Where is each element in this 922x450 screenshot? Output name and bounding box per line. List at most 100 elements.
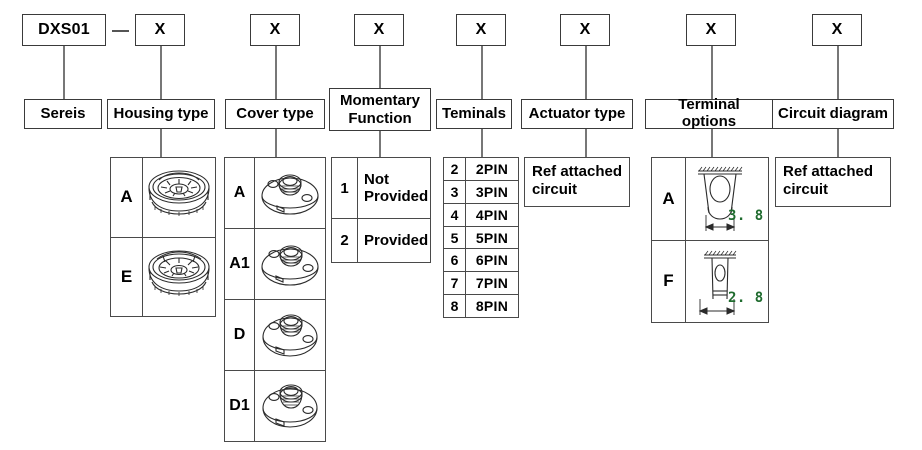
label-box-cover-type: Cover type bbox=[225, 99, 325, 129]
housing-cylinder-icon bbox=[148, 250, 210, 296]
housing-type-code: E bbox=[111, 237, 143, 316]
code-box-momentary: X bbox=[354, 14, 404, 46]
table-row[interactable]: 1 Not Provided bbox=[332, 158, 430, 219]
separator-dash bbox=[112, 30, 129, 32]
momentary-code: 2 bbox=[332, 219, 358, 262]
terminal-option-dimension-f: 2. 8 bbox=[728, 290, 764, 306]
actuator-type-note: Ref attached circuit bbox=[524, 157, 630, 207]
terminal-code: 5 bbox=[444, 226, 466, 249]
table-row[interactable]: E bbox=[111, 237, 215, 317]
terminal-text: 8PIN bbox=[475, 298, 509, 315]
connector-cover-type bbox=[275, 46, 277, 99]
terminals-table: 2 2PIN 3 3PIN 4 4PIN 5 5PIN 6 6PIN 7 7PI… bbox=[443, 157, 519, 318]
table-row[interactable]: 7 7PIN bbox=[444, 272, 518, 296]
terminal-code: 2 bbox=[444, 158, 466, 180]
cover-type-image bbox=[255, 158, 325, 228]
table-row[interactable]: D bbox=[225, 300, 325, 371]
terminal-text: 6PIN bbox=[475, 252, 509, 269]
cover-type-code: D1 bbox=[225, 371, 255, 441]
cover-type-image bbox=[255, 300, 325, 370]
label-box-actuator-type: Actuator type bbox=[521, 99, 633, 129]
connector-cover-table bbox=[275, 129, 277, 157]
code-box-circuit-diagram: X bbox=[812, 14, 862, 46]
terminal-code: 7 bbox=[444, 272, 466, 295]
connector-housing-type bbox=[160, 46, 162, 99]
cover-type-image bbox=[255, 229, 325, 299]
label-box-housing-type: Housing type bbox=[107, 99, 215, 129]
connector-actuator-note bbox=[585, 129, 587, 157]
code-box-housing-type: X bbox=[135, 14, 185, 46]
terminal-text: 3PIN bbox=[475, 183, 509, 200]
connector-housing-table bbox=[160, 129, 162, 157]
cover-disc-icon bbox=[261, 245, 319, 286]
terminal-option-image bbox=[686, 158, 768, 240]
terminal-option-code: F bbox=[652, 240, 686, 322]
housing-type-image bbox=[143, 158, 215, 237]
terminal-text: 2PIN bbox=[475, 160, 509, 177]
connector-terminal-options bbox=[711, 46, 713, 99]
cover-disc-icon bbox=[261, 174, 319, 215]
table-row[interactable]: A bbox=[652, 158, 768, 241]
code-box-terminals: X bbox=[456, 14, 506, 46]
momentary-code: 1 bbox=[332, 158, 358, 218]
label-box-momentary: Momentary Function bbox=[329, 88, 431, 131]
label-box-series: Sereis bbox=[24, 99, 102, 129]
table-row[interactable]: A bbox=[111, 158, 215, 238]
terminal-code: 6 bbox=[444, 249, 466, 272]
connector-series bbox=[63, 46, 65, 99]
table-row[interactable]: 2 Provided bbox=[332, 219, 430, 262]
housing-type-image bbox=[143, 238, 215, 317]
table-row[interactable]: D1 bbox=[225, 371, 325, 441]
label-box-terminal-options: Terminal options bbox=[645, 96, 773, 130]
momentary-text: Provided bbox=[364, 232, 429, 249]
table-row[interactable]: 6 6PIN bbox=[444, 249, 518, 273]
terminal-code: 4 bbox=[444, 203, 466, 226]
label-box-circuit-diagram: Circuit diagram bbox=[772, 99, 894, 129]
connector-terminals-table bbox=[481, 129, 483, 157]
connector-terminal-options-table bbox=[711, 129, 713, 157]
table-row[interactable]: 2 2PIN bbox=[444, 158, 518, 181]
connector-terminals bbox=[481, 46, 483, 99]
housing-type-table: A bbox=[110, 157, 216, 317]
table-row[interactable]: F bbox=[652, 240, 768, 323]
terminal-text: 7PIN bbox=[475, 275, 509, 292]
terminal-options-table: A bbox=[651, 157, 769, 323]
cover-type-code: A bbox=[225, 158, 255, 228]
terminal-code: 8 bbox=[444, 295, 466, 318]
terminal-option-image bbox=[686, 241, 768, 323]
code-box-terminal-options: X bbox=[686, 14, 736, 46]
connector-actuator-type bbox=[585, 46, 587, 99]
terminal-text: 5PIN bbox=[475, 229, 509, 246]
terminal-text: 4PIN bbox=[475, 206, 509, 223]
code-box-cover-type: X bbox=[250, 14, 300, 46]
connector-momentary bbox=[379, 46, 381, 88]
table-row[interactable]: 4 4PIN bbox=[444, 203, 518, 227]
terminal-code: 3 bbox=[444, 180, 466, 203]
cover-type-code: D bbox=[225, 300, 255, 370]
cover-type-table: A bbox=[224, 157, 326, 442]
table-row[interactable]: A1 bbox=[225, 229, 325, 300]
code-box-series: DXS01 bbox=[22, 14, 106, 46]
cover-type-code: A1 bbox=[225, 229, 255, 299]
code-box-actuator-type: X bbox=[560, 14, 610, 46]
terminal-option-dimension-a: 3. 8 bbox=[728, 208, 764, 224]
table-row[interactable]: 3 3PIN bbox=[444, 180, 518, 204]
terminal-blade-narrow-icon bbox=[698, 251, 737, 316]
connector-circuit-diagram bbox=[837, 46, 839, 99]
housing-cylinder-icon bbox=[148, 170, 210, 217]
terminal-blade-wide-icon bbox=[698, 166, 743, 231]
connector-circuit-note bbox=[837, 129, 839, 157]
table-row[interactable]: 8 8PIN bbox=[444, 295, 518, 318]
cover-disc-icon bbox=[262, 384, 318, 428]
housing-type-code: A bbox=[111, 158, 143, 237]
momentary-text: Not Provided bbox=[364, 171, 429, 205]
label-box-terminals: Teminals bbox=[436, 99, 512, 129]
connector-momentary-table bbox=[379, 131, 381, 157]
cover-disc-icon bbox=[262, 314, 318, 357]
cover-type-image bbox=[255, 371, 325, 441]
table-row[interactable]: 5 5PIN bbox=[444, 226, 518, 250]
terminal-option-code: A bbox=[652, 158, 686, 240]
momentary-function-table: 1 Not Provided 2 Provided bbox=[331, 157, 431, 263]
table-row[interactable]: A bbox=[225, 158, 325, 229]
